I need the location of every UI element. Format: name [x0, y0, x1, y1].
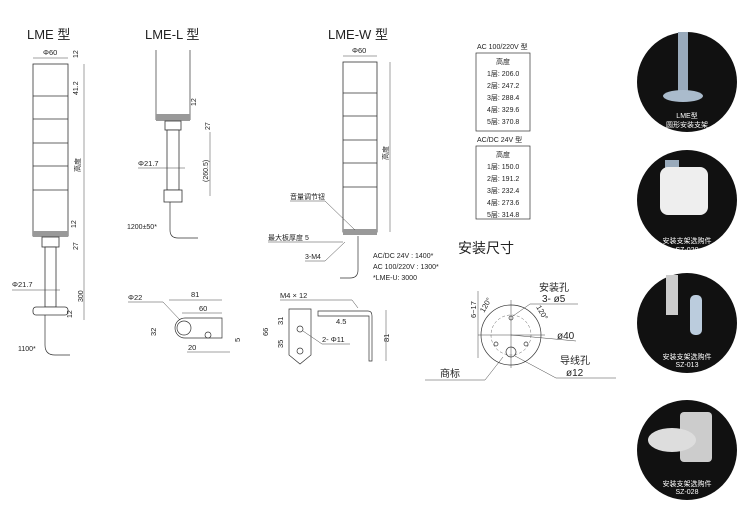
lme-pole-dia: Φ21.7	[12, 280, 33, 289]
lme-dim-27: 27	[73, 242, 80, 250]
photo-label: SZ-020	[676, 247, 699, 254]
lme-dim-12b: 12	[71, 220, 78, 228]
bracket1-dim-32: 32	[149, 328, 158, 336]
photo-label: SZ-013	[676, 362, 699, 369]
screw-label: 3-M4	[305, 254, 321, 261]
bracket2-holes-label: 2- Φ11	[322, 335, 345, 344]
mount-wire-size: ø12	[566, 368, 584, 379]
plate-thickness-label: 最大板厚度 5	[268, 233, 309, 242]
bracket1-dim-22: Φ22	[128, 293, 142, 302]
table-dc-header: 高度	[496, 150, 510, 159]
lmew-title: LME-W 型	[328, 27, 388, 42]
photo-label: 安装支架选购件	[663, 236, 712, 245]
cable-length-lmeu: *LME-U: 3000	[373, 275, 417, 282]
lme-dim-41: 41.2	[73, 81, 80, 95]
table-row: 4层: 329.6	[487, 106, 519, 114]
table-row: 3层: 232.4	[487, 187, 519, 195]
lme-dim-12c: 12	[67, 310, 74, 318]
bracket1-dim-60: 60	[199, 304, 207, 313]
table-row: 5层: 370.8	[487, 118, 519, 126]
lmel-dim-27: 27	[205, 122, 212, 130]
table-row: 3层: 288.4	[487, 94, 519, 102]
table-row: 2层: 191.2	[487, 175, 519, 183]
bracket1-dim-81: 81	[191, 290, 199, 299]
lmel-dim-2605: (260.5)	[203, 160, 210, 182]
table-row: 5层: 314.8	[487, 211, 519, 219]
lmew-drawing: LME-W 型 Φ60 高度 音量调节钮 最大板厚度 5 3-M4 AC/DC …	[268, 27, 439, 282]
bracket-top-view: Φ22 81 60 32 5 20	[128, 290, 242, 353]
photo-label: 安装支架选购件	[663, 479, 712, 488]
photo-label: LME型	[676, 111, 697, 120]
photo-sz-013: 安装支架选购件 SZ-013	[637, 273, 737, 373]
lmel-drawing: LME-L 型 12 27 (260.5) Φ21.7 1200±50*	[127, 27, 212, 239]
mount-dia-40: ø40	[557, 331, 575, 342]
lmel-title: LME-L 型	[145, 27, 199, 42]
mount-range: 6~17	[469, 301, 478, 318]
lmel-cable-length: 1200±50*	[127, 224, 157, 231]
mount-logo-label: 商标	[440, 367, 460, 380]
lmew-height-label: 高度	[381, 146, 390, 160]
bracket2-m4-label: M4 × 12	[280, 291, 307, 300]
cable-length-ac: AC 100/220V : 1300*	[373, 264, 439, 271]
bracket2-dim-31: 31	[276, 317, 285, 325]
photo-label: SZ-028	[676, 489, 699, 496]
bracket1-dim-20: 20	[188, 343, 196, 352]
photo-sz-020: 安装支架选购件 SZ-020	[637, 150, 737, 254]
mount-title: 安装尺寸	[458, 240, 514, 256]
table-row: 1层: 206.0	[487, 70, 519, 78]
height-table-ac: AC 100/220V 型 高度 1层: 206.0 2层: 247.2 3层:…	[475, 42, 531, 132]
lme-dim-300: 300	[78, 290, 85, 302]
table-row: 2层: 247.2	[487, 82, 519, 90]
bracket2-dim-35: 35	[276, 340, 285, 348]
lme-height-label: 高度	[73, 158, 82, 172]
table-row: 1层: 150.0	[487, 163, 519, 171]
bracket1-dim-5: 5	[233, 338, 242, 342]
mounting-dimensions: 安装尺寸 6~17 120° 120° 安装孔 3- ø5 ø40 导线孔 ø1…	[425, 240, 616, 381]
mount-angle-1: 120°	[478, 296, 494, 314]
cable-length-dc: AC/DC 24V : 1400*	[373, 253, 434, 260]
photo-lme-round-bracket: LME型 圆形安装支架	[637, 32, 737, 132]
bracket2-dim-45: 4.5	[336, 317, 346, 326]
lmew-dia-label: Φ60	[352, 46, 366, 55]
photo-sz-028: 安装支架选购件 SZ-028	[637, 400, 737, 500]
table-ac-header: 高度	[496, 57, 510, 66]
lme-dim-12: 12	[73, 50, 80, 58]
photo-label: 安装支架选购件	[663, 352, 712, 361]
bracket-side-view: M4 × 12 66 31 35 2- Φ11 4.5 81	[261, 291, 391, 365]
lmew-tower-body	[342, 61, 378, 233]
table-dc-title: AC/DC 24V 型	[477, 135, 522, 144]
lme-drawing: LME 型 Φ60 12 41.2 高度 12 27 Φ21.7 300 12 …	[12, 27, 85, 356]
mount-wire-label: 导线孔	[560, 354, 590, 367]
bracket2-dim-66: 66	[261, 328, 270, 336]
lme-cable-length: 1100*	[18, 346, 36, 353]
table-ac-title: AC 100/220V 型	[477, 42, 528, 51]
lme-tower-body	[32, 63, 69, 237]
mount-hole-size: 3- ø5	[542, 294, 566, 305]
lme-title: LME 型	[27, 27, 70, 42]
lme-dia-label: Φ60	[43, 48, 57, 57]
lmel-pole-dia: Φ21.7	[138, 159, 159, 168]
bracket2-dim-81: 81	[382, 334, 391, 342]
lmel-dim-12: 12	[191, 98, 198, 106]
photo-label: 圆形安装支架	[666, 120, 708, 129]
height-table-dc: AC/DC 24V 型 高度 1层: 150.0 2层: 191.2 3层: 2…	[475, 135, 531, 220]
mount-hole-label: 安装孔	[539, 281, 569, 294]
table-row: 4层: 273.6	[487, 199, 519, 207]
volume-knob-label: 音量调节钮	[290, 192, 325, 201]
